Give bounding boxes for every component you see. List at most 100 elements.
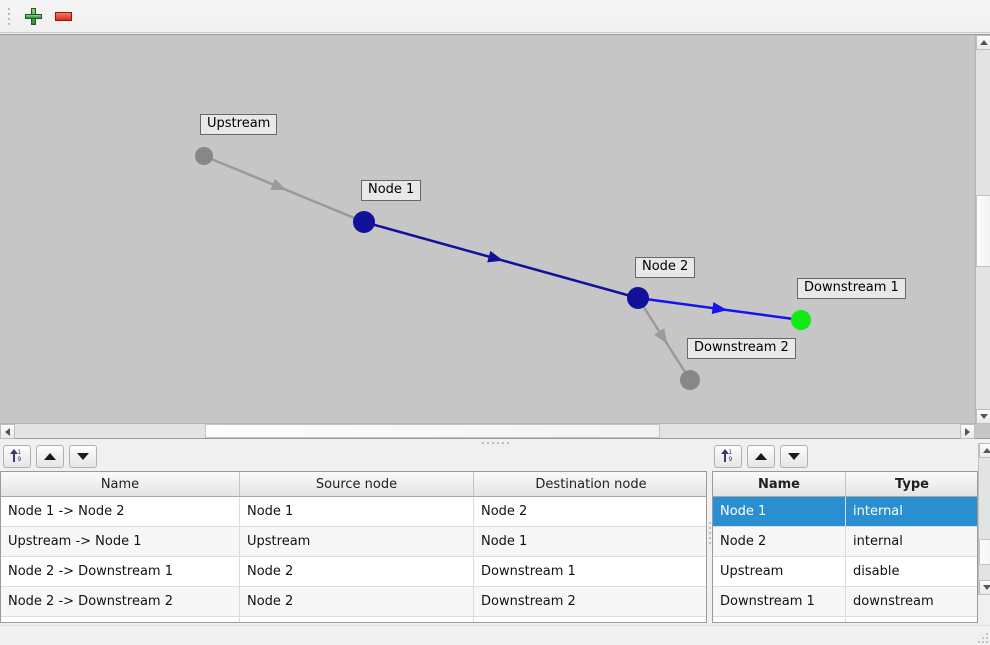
- resize-grip[interactable]: [978, 633, 988, 643]
- edges-move-up-button[interactable]: [36, 444, 64, 468]
- table-cell[interactable]: Node 1: [473, 526, 706, 557]
- vertical-scroll-thumb[interactable]: [976, 195, 990, 267]
- sort-ascending-icon: 1 9: [720, 448, 736, 464]
- graph-node-label-downstream2[interactable]: Downstream 2: [687, 338, 796, 360]
- table-cell[interactable]: Upstream -> Node 1: [1, 526, 240, 557]
- table-row-empty[interactable]: [1, 616, 706, 622]
- canvas-horizontal-scrollbar[interactable]: [0, 423, 975, 439]
- arrow-up-icon: [982, 448, 990, 453]
- table-cell[interactable]: Downstream 1: [713, 586, 846, 617]
- table-cell-empty: [1, 616, 240, 622]
- table-cell[interactable]: Downstream 1: [473, 556, 706, 587]
- edges-sort-button[interactable]: 1 9: [3, 444, 31, 468]
- table-cell[interactable]: Node 2 -> Downstream 2: [1, 586, 240, 617]
- table-cell[interactable]: disable: [845, 556, 977, 587]
- minus-icon: [54, 11, 72, 21]
- triangle-down-icon: [788, 452, 800, 460]
- table-cell[interactable]: Node 2: [473, 496, 706, 527]
- graph-node-downstream1[interactable]: [791, 310, 811, 330]
- nodes-scroll-track[interactable]: [979, 458, 990, 580]
- graph-drawing: [195, 147, 811, 390]
- nodes-move-up-button[interactable]: [747, 444, 775, 468]
- canvas-vertical-scrollbar[interactable]: [975, 35, 990, 424]
- table-row-empty[interactable]: [713, 616, 977, 622]
- scroll-down-button[interactable]: [976, 409, 990, 424]
- scroll-up-button[interactable]: [976, 35, 990, 50]
- graph-node-upstream[interactable]: [195, 147, 213, 165]
- edges-move-down-button[interactable]: [69, 444, 97, 468]
- table-cell[interactable]: Downstream 2: [473, 586, 706, 617]
- graph-node-node1[interactable]: [353, 211, 375, 233]
- add-button[interactable]: [18, 3, 48, 29]
- main-toolbar: [0, 0, 990, 33]
- column-header-source-node[interactable]: Source node: [239, 472, 474, 497]
- table-cell[interactable]: Node 1 -> Node 2: [1, 496, 240, 527]
- table-cell-empty: [845, 616, 977, 622]
- remove-button[interactable]: [48, 3, 78, 29]
- table-cell-empty: [473, 616, 706, 622]
- table-cell[interactable]: Node 2: [239, 556, 474, 587]
- triangle-down-icon: [77, 452, 89, 460]
- table-cell[interactable]: Node 2: [239, 586, 474, 617]
- nodes-table-scrollbar[interactable]: [978, 443, 990, 595]
- nodes-sort-button[interactable]: 1 9: [714, 444, 742, 468]
- toolbar-drag-handle[interactable]: [4, 6, 14, 26]
- nodes-scroll-thumb[interactable]: [979, 539, 990, 565]
- nodes-move-down-button[interactable]: [780, 444, 808, 468]
- horizontal-splitter[interactable]: [0, 439, 990, 447]
- arrow-down-icon: [982, 585, 990, 590]
- column-header-type[interactable]: Type: [845, 472, 977, 497]
- column-header-destination-node[interactable]: Destination node: [473, 472, 706, 497]
- graph-node-label-node1[interactable]: Node 1: [361, 180, 422, 202]
- arrow-down-icon: [979, 414, 988, 419]
- vertical-splitter[interactable]: [707, 443, 712, 623]
- graph-node-label-upstream[interactable]: Upstream: [200, 114, 278, 136]
- table-cell[interactable]: Upstream: [713, 556, 846, 587]
- table-cell[interactable]: Upstream: [239, 526, 474, 557]
- horizontal-scroll-thumb[interactable]: [205, 424, 660, 438]
- scroll-right-button[interactable]: [960, 424, 975, 439]
- table-cell[interactable]: Node 1: [713, 496, 846, 527]
- nodes-scroll-up-button[interactable]: [979, 443, 990, 458]
- scroll-left-button[interactable]: [0, 424, 15, 439]
- table-cell[interactable]: internal: [845, 496, 977, 527]
- sort-ascending-icon: 1 9: [9, 448, 25, 464]
- table-cell[interactable]: Node 1: [239, 496, 474, 527]
- graph-node-node2[interactable]: [627, 287, 649, 309]
- column-header-name[interactable]: Name: [1, 472, 240, 497]
- triangle-up-icon: [44, 452, 56, 460]
- column-header-name[interactable]: Name: [713, 472, 846, 497]
- triangle-up-icon: [755, 452, 767, 460]
- graph-node-downstream2[interactable]: [680, 370, 700, 390]
- graph-node-label-downstream1[interactable]: Downstream 1: [797, 278, 906, 300]
- table-cell[interactable]: internal: [845, 526, 977, 557]
- nodes-scroll-down-button[interactable]: [979, 580, 990, 595]
- table-cell[interactable]: Node 2: [713, 526, 846, 557]
- table-cell[interactable]: Node 2 -> Downstream 1: [1, 556, 240, 587]
- table-cell-empty: [713, 616, 846, 622]
- graph-node-label-node2[interactable]: Node 2: [635, 257, 696, 279]
- table-cell[interactable]: downstream: [845, 586, 977, 617]
- graph-edge-arrowhead-upstream-node1: [270, 178, 287, 191]
- arrow-up-icon: [979, 40, 988, 45]
